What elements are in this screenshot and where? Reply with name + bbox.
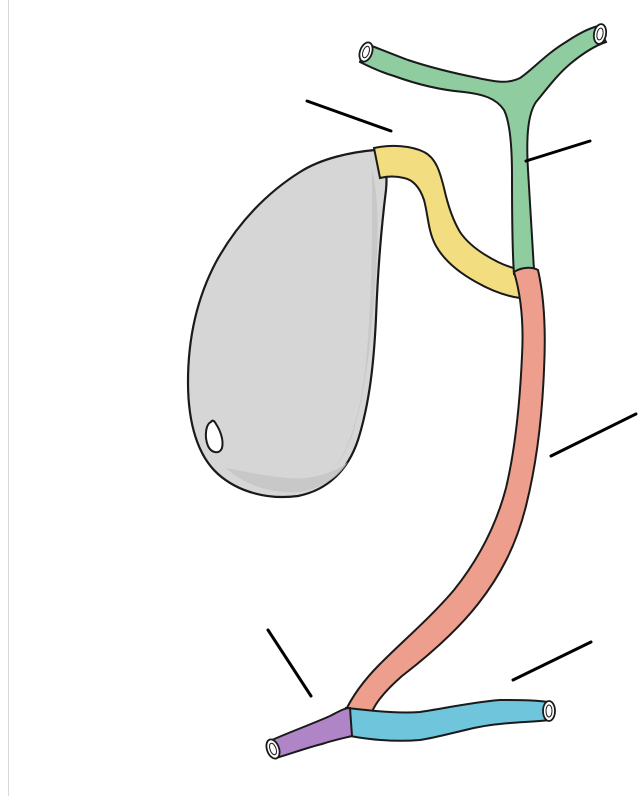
ampulla [272,708,352,758]
leader-line-hepatic-duct [526,141,590,161]
leader-line-common-bile-duct [551,414,636,456]
gallbladder [188,150,387,497]
duct-opening-pancreatic [543,701,555,721]
cystic-duct [374,146,528,298]
leader-line-gallbladder [307,101,391,131]
pancreatic-duct [346,700,550,741]
leader-line-pancreatic-duct [513,642,591,680]
leader-line-ampulla [268,630,311,696]
